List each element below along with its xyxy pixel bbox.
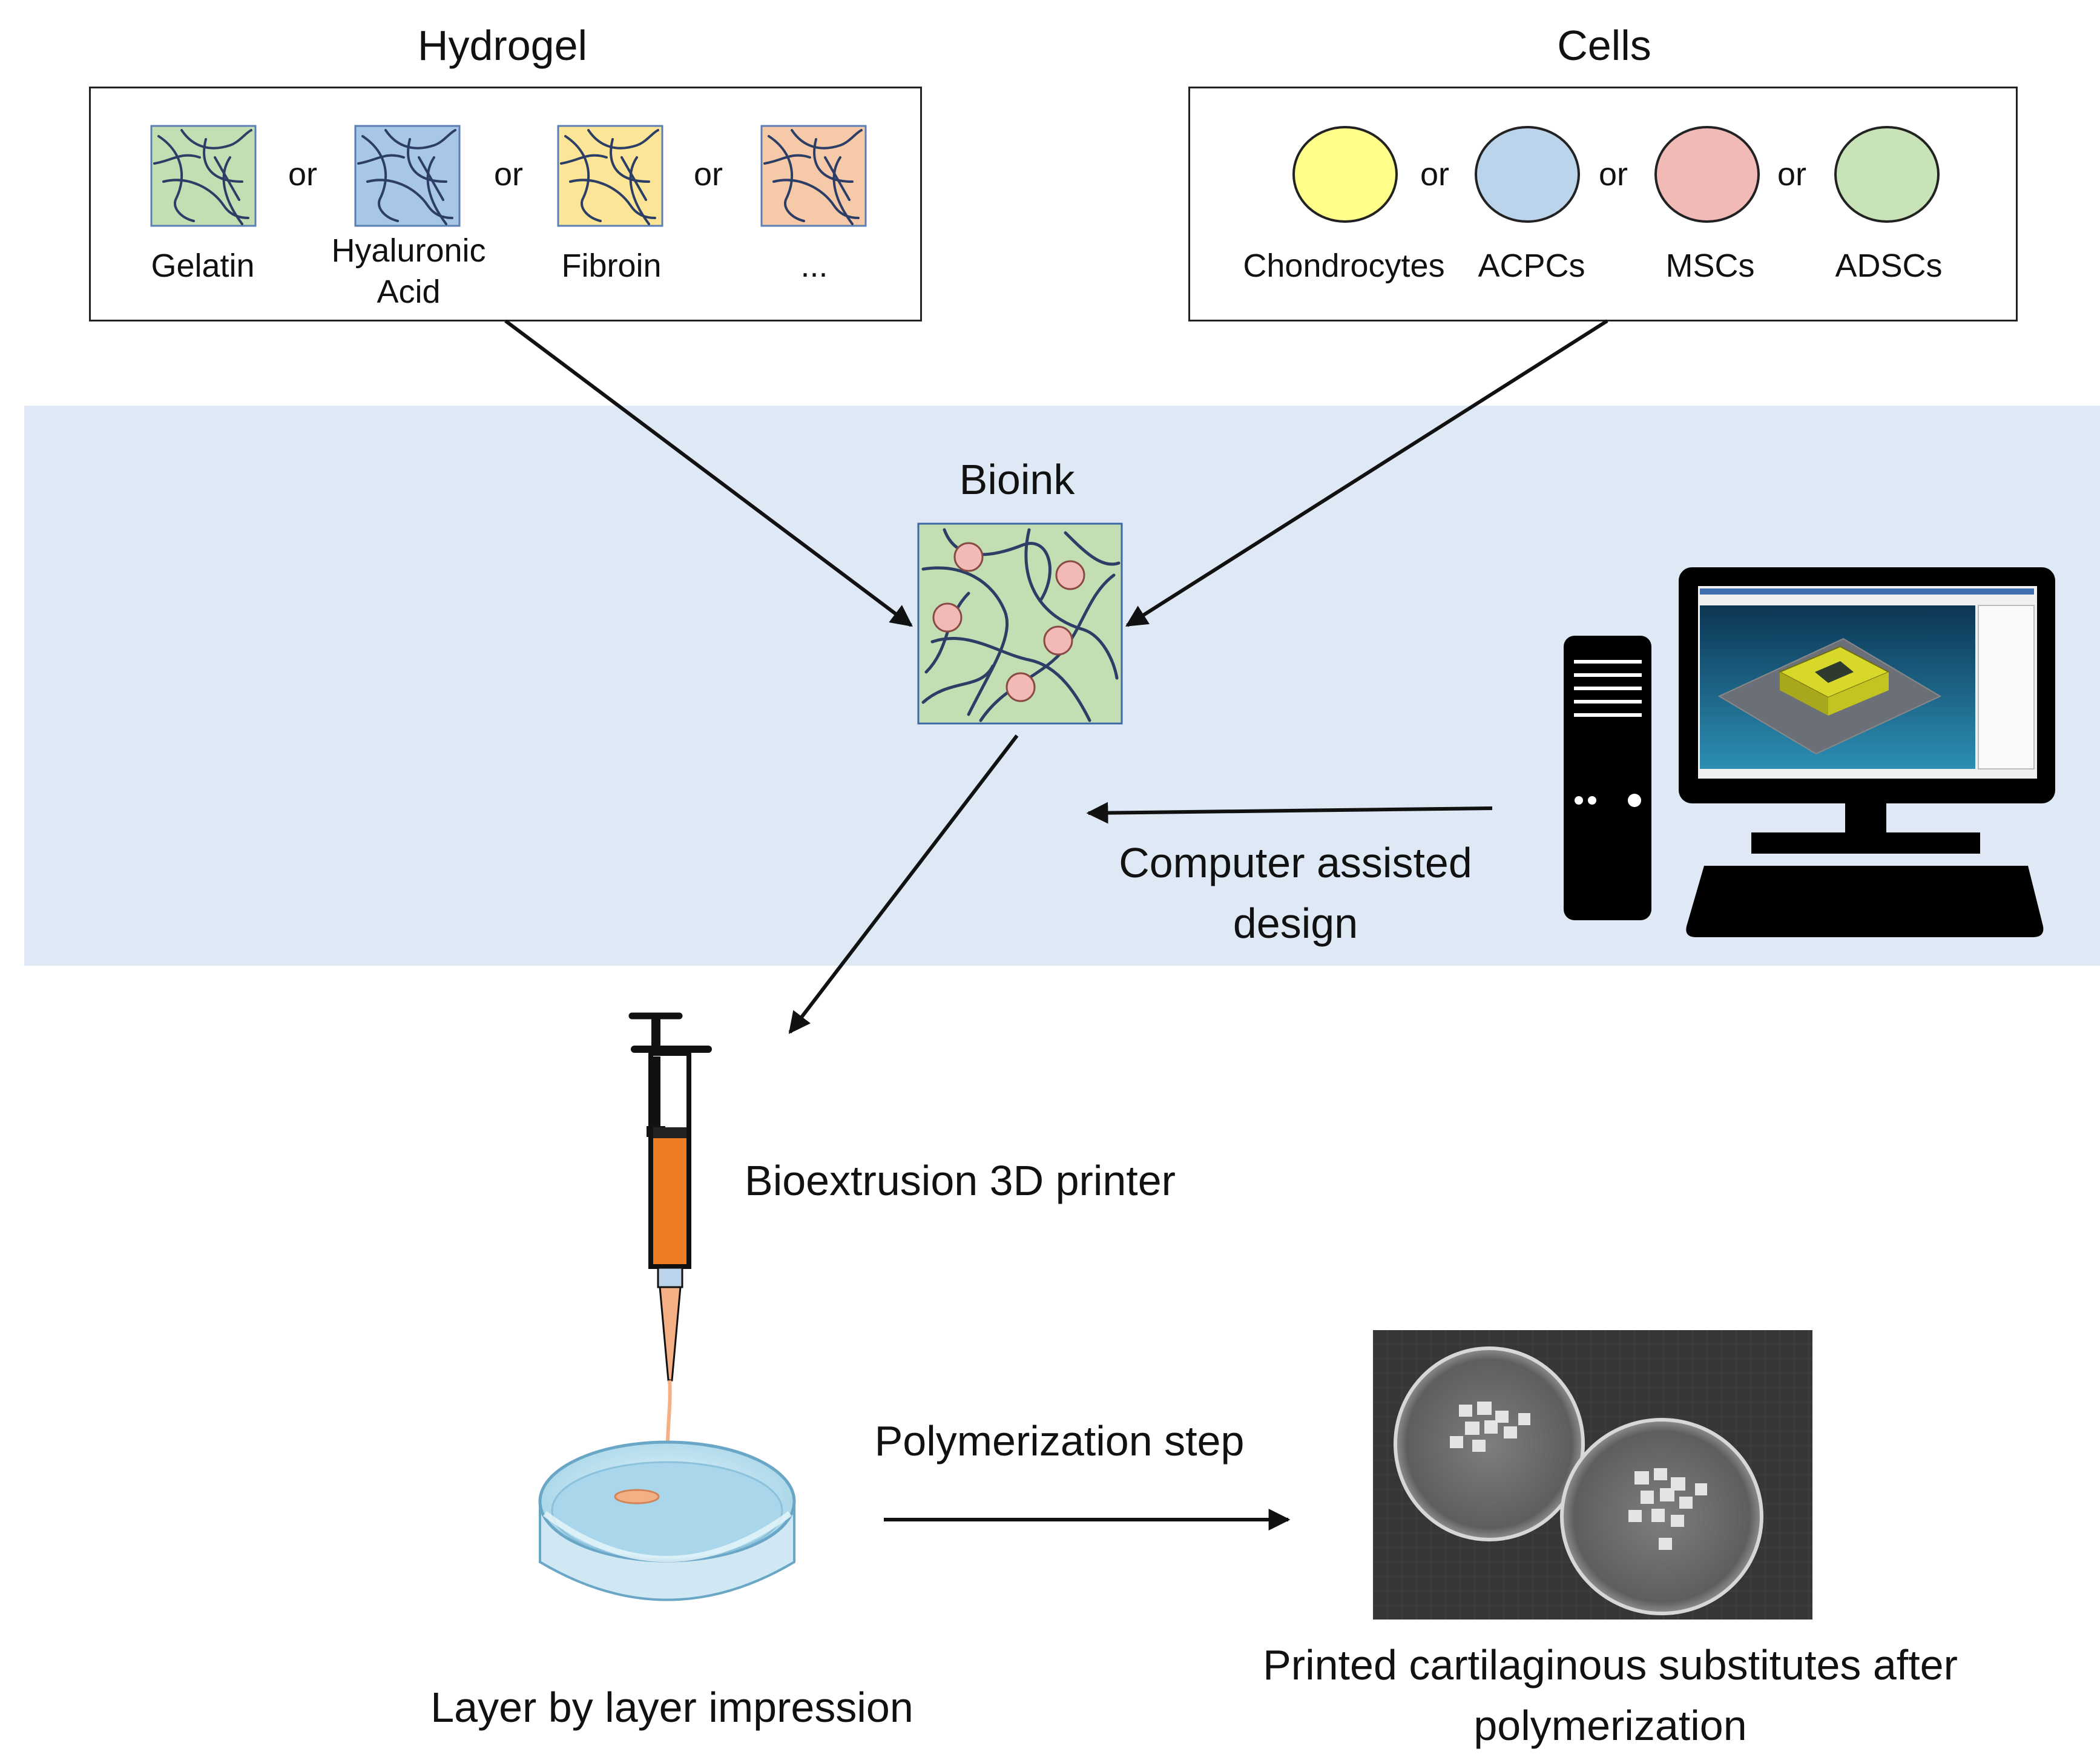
arrow-bioink-to-printer xyxy=(788,734,1019,1034)
hydrogel-label-fibroin: Fibroin xyxy=(561,248,662,284)
hydrogel-swatch-fibroin xyxy=(557,125,663,227)
cells-label-acpcs: ACPCs xyxy=(1478,248,1585,284)
hydrogel-title: Hydrogel xyxy=(417,22,588,69)
hydrogel-swatch-hyaluronic-acid xyxy=(354,125,461,227)
cells-label-adscs: ADSCs xyxy=(1835,248,1943,284)
result-photo xyxy=(1373,1330,1812,1620)
cells-title: Cells xyxy=(1557,22,1651,69)
hydrogel-or-1: or xyxy=(288,156,317,193)
polymerization-label: Polymerization step xyxy=(874,1417,1245,1465)
hydrogel-label-more: ... xyxy=(800,248,828,284)
arrows xyxy=(504,319,1608,1531)
printer-label: Bioextrusion 3D printer xyxy=(745,1157,1176,1204)
cell-circle-chondrocytes xyxy=(1292,126,1398,223)
cell-circle-mscs xyxy=(1654,126,1760,223)
hydrogel-label-hyaluronic-acid: Hyaluronic Acid xyxy=(331,232,486,310)
cells-or-1: or xyxy=(1420,156,1449,193)
result-label: Printed cartilaginous substitutes after … xyxy=(1263,1641,1958,1749)
cells-label-mscs: MSCs xyxy=(1665,248,1755,284)
hydrogel-swatch-more xyxy=(760,125,867,227)
petri-dish-icon xyxy=(538,1380,796,1601)
cell-circle-acpcs xyxy=(1475,126,1580,223)
bioink-title: Bioink xyxy=(959,456,1075,503)
hydrogel-or-2: or xyxy=(493,156,523,193)
hydrogel-or-3: or xyxy=(693,156,723,193)
arrow-cells-to-bioink xyxy=(1125,319,1608,627)
syringe-icon xyxy=(628,1012,712,1382)
cell-circle-adscs xyxy=(1834,126,1940,223)
arrow-hydrogel-to-bioink xyxy=(504,319,913,627)
cells-or-2: or xyxy=(1598,156,1628,193)
bioink-swatch xyxy=(917,522,1123,725)
computer-icon xyxy=(1564,567,2055,937)
cad-label: Computer assisted design xyxy=(1119,839,1472,947)
hydrogel-label-gelatin: Gelatin xyxy=(151,248,255,284)
layer-label: Layer by layer impression xyxy=(430,1684,913,1731)
cells-or-3: or xyxy=(1777,156,1806,193)
hydrogel-swatch-gelatin xyxy=(150,125,257,227)
arrow-computer-to-bioink xyxy=(1086,802,1493,824)
cells-label-chondrocytes: Chondrocytes xyxy=(1243,248,1445,284)
